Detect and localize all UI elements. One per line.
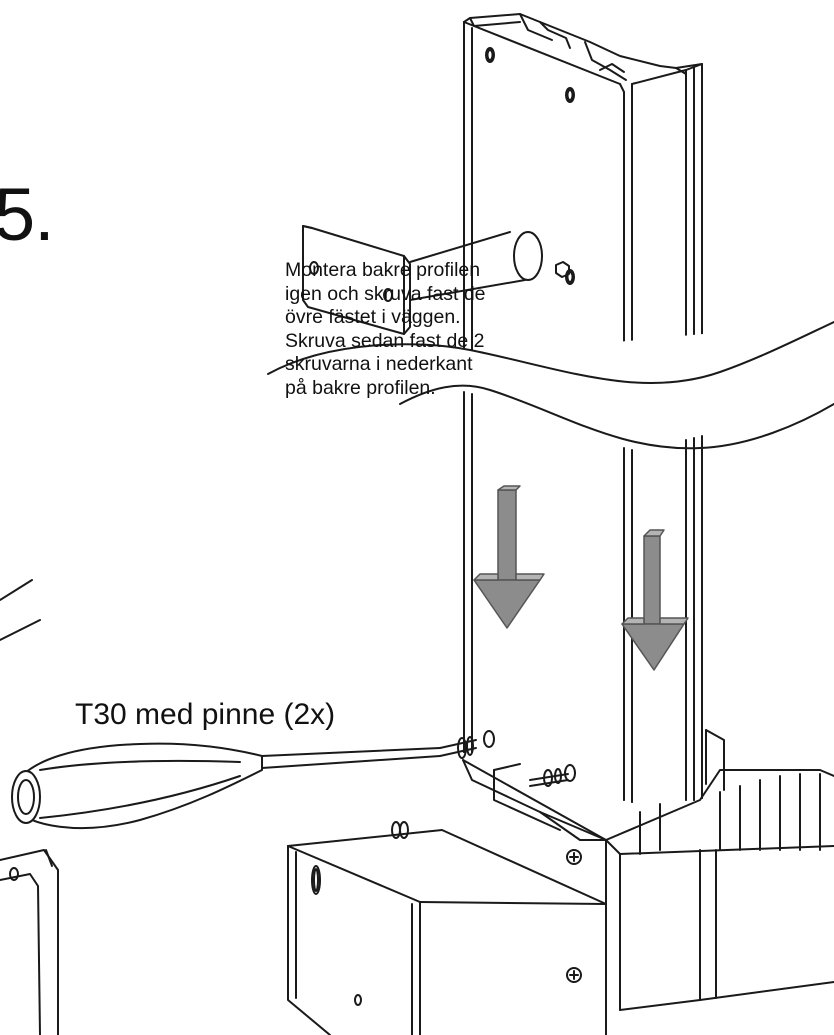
left-partial-parts [0, 579, 59, 1035]
base-box [462, 729, 834, 1035]
instruction-line: på bakre profilen. [285, 376, 436, 399]
instruction-line: Montera bakre profilen [285, 259, 481, 281]
down-arrow-right [621, 529, 689, 671]
instruction-line: igen och skruva fast de [285, 282, 486, 305]
down-arrow-left [473, 485, 545, 629]
instruction-text: Montera bakre profilen igen och skruva f… [285, 259, 585, 400]
instruction-line: övre fästet i väggen. [285, 306, 461, 328]
bottom-screws [439, 736, 569, 787]
tool-label: T30 med pinne (2x) [75, 698, 336, 731]
instruction-line: Skruva sedan fast de 2 [285, 329, 485, 352]
wall-bracket [302, 225, 543, 335]
step-number: 5. [0, 173, 55, 256]
screwdriver [11, 742, 441, 829]
base-cover [287, 821, 607, 1035]
instruction-line: skruvarna i nederkant [285, 353, 473, 375]
break-lines [267, 321, 834, 472]
